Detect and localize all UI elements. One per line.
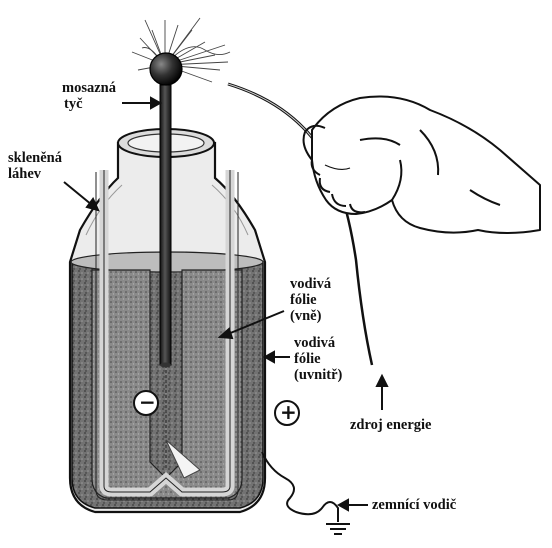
foil-outside-label: vodivá fólie (vně) [290,276,332,324]
brass-rod-label: mosazná tyč [62,80,116,112]
ground-symbol-icon [326,523,350,535]
negative-sign-label: − [139,390,156,414]
ground-wire-label: zemnící vodič [372,497,457,513]
callout-arrows [63,96,389,512]
ground-wire [261,451,339,522]
foil-inside-label: vodivá fólie (uvnitř) [294,335,343,383]
positive-sign [274,400,300,426]
negative-sign [133,390,159,416]
glass-bottle-label: skleněná láhev [8,150,62,182]
hand-icon [302,95,541,234]
brass-rod [159,84,172,368]
energy-source-label: zdroj energie [350,417,432,433]
brass-ball [149,52,183,86]
positive-sign-label: + [280,400,297,424]
inner-foil [91,170,243,501]
